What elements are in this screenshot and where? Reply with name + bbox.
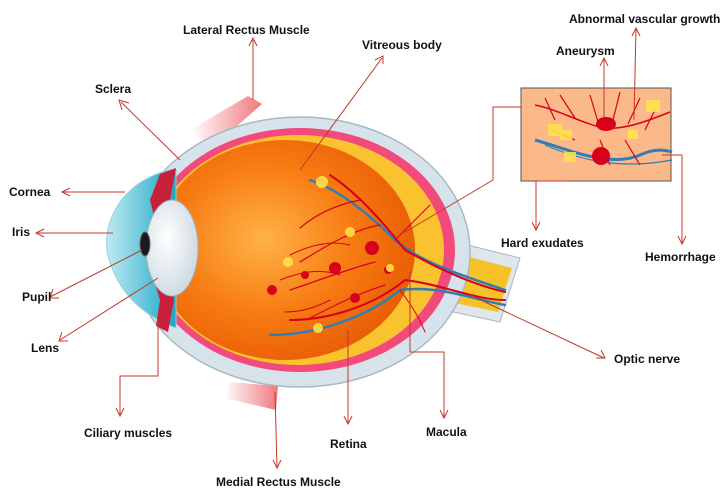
label-medial-rectus-muscle: Medial Rectus Muscle bbox=[216, 475, 341, 489]
label-lateral-rectus-muscle: Lateral Rectus Muscle bbox=[183, 23, 310, 37]
label-pupil: Pupil bbox=[22, 290, 51, 304]
label-macula: Macula bbox=[426, 425, 467, 439]
medial-rectus-muscle bbox=[224, 382, 278, 410]
label-cornea: Cornea bbox=[9, 185, 50, 199]
lens bbox=[146, 200, 198, 296]
label-abnormal-vascular-growth: Abnormal vascular growth bbox=[569, 12, 720, 26]
label-optic-nerve: Optic nerve bbox=[614, 352, 680, 366]
label-hemorrhage: Hemorrhage bbox=[645, 250, 716, 264]
label-vitreous-body: Vitreous body bbox=[362, 38, 442, 52]
label-hard-exudates: Hard exudates bbox=[501, 236, 584, 250]
label-retina: Retina bbox=[330, 437, 367, 451]
label-aneurysm: Aneurysm bbox=[556, 44, 615, 58]
label-ciliary-muscles: Ciliary muscles bbox=[84, 426, 172, 440]
pupil bbox=[140, 232, 150, 256]
label-iris: Iris bbox=[12, 225, 30, 239]
inset-magnified-retina bbox=[521, 88, 672, 181]
label-sclera: Sclera bbox=[95, 82, 131, 96]
label-lens: Lens bbox=[31, 341, 59, 355]
